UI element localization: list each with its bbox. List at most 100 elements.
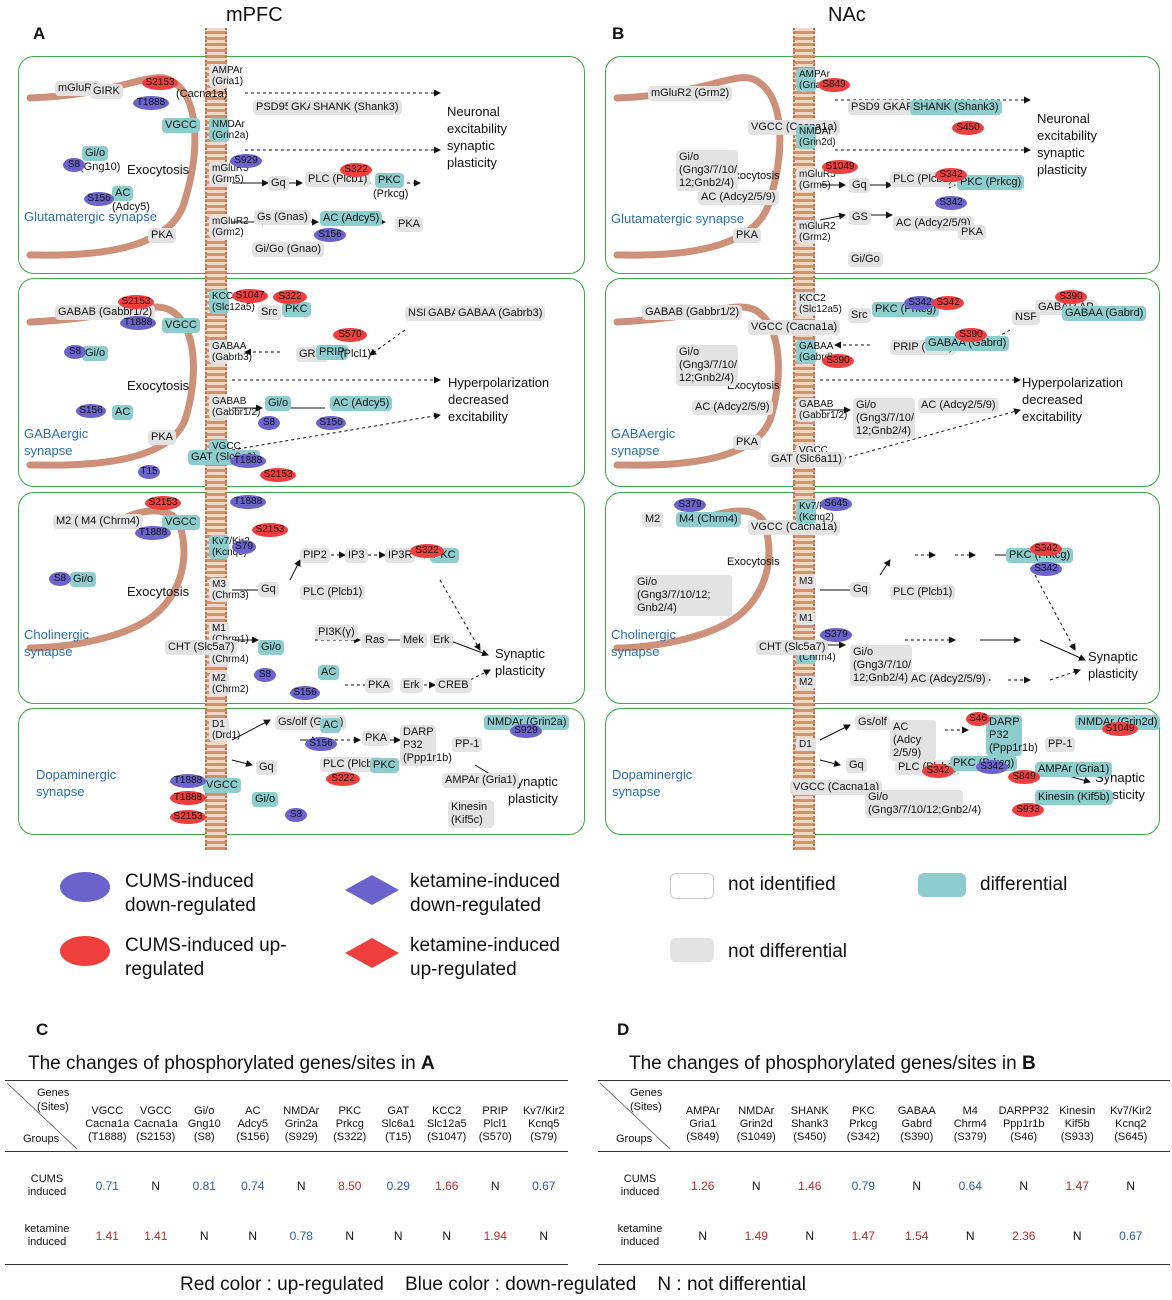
site-a-gaba-s156: S156 xyxy=(76,404,106,418)
table-cell: 0.79 xyxy=(851,1179,875,1193)
table-col-header-line: AMPAr xyxy=(685,1105,720,1117)
node-b-mglur5: mGluR5 (Grm5) xyxy=(796,168,836,192)
site-a-chol-s8b: S8 xyxy=(254,668,276,682)
node-b-pka2: PKA xyxy=(958,225,987,240)
node-b-m1: M1 xyxy=(796,612,816,625)
node-a-dopa-pka: PKA xyxy=(362,731,391,746)
node-b-gaba-vgcc: VGCC (Cacna1a) xyxy=(748,320,841,335)
node-a-nmdar-dopa: NMDAr (Grin2a) xyxy=(484,715,570,730)
node-b-gq: Gq xyxy=(849,178,870,193)
table-cell: N xyxy=(490,1179,500,1193)
node-a-chol-pka: PKA xyxy=(365,678,394,693)
node-a-darpp: DARP P32 (Ppp1r1b) xyxy=(400,725,452,766)
table-col-header-line: (S79) xyxy=(530,1131,558,1143)
node-b-gaba-ac2: AC (Adcy2/5/9) xyxy=(918,398,999,413)
legend-differential: differential xyxy=(980,874,1068,895)
effect-b-cholinergic-plasticity: Synaptic plasticity xyxy=(1088,649,1138,681)
site-a-s929: S929 xyxy=(230,154,262,168)
site-a-s2153: S2153 xyxy=(142,76,178,90)
table-col-header-line: (S342) xyxy=(846,1131,880,1143)
node-a-creb: CREB xyxy=(435,678,472,693)
node-a-mglur5: mGluR5 (Grm5) xyxy=(209,162,249,186)
table-col-header-line: VGCC xyxy=(91,1105,124,1117)
site-b-s390b: S390 xyxy=(1055,290,1087,304)
node-a-d1: D1 (Drd1) xyxy=(209,718,240,742)
label-a-dopaminergic: Dopaminergic synapse xyxy=(36,767,117,799)
node-a-ampar-dopa: AMPAr (Gria1) xyxy=(442,773,520,788)
table-col-header-line: Ppp1r1b xyxy=(1002,1118,1045,1130)
node-a-gigo: Gi/Go (Gnao) xyxy=(252,242,325,257)
site-a-gaba-s8b: S8 xyxy=(258,416,280,430)
exocytosis-b-glu: Exocytosis xyxy=(727,170,780,182)
site-b-chol-s342: S342 xyxy=(1030,542,1062,556)
site-a-t15: T15 xyxy=(138,465,160,479)
table-col-header-line: Shank3 xyxy=(791,1118,829,1130)
table-cell: N xyxy=(199,1229,209,1243)
table-col-header-line: Kinesin xyxy=(1059,1105,1096,1117)
exocytosis-a-gaba: Exocytosis xyxy=(127,378,190,393)
node-a-adcy5: (Adcy5) xyxy=(112,201,150,213)
table-col-header-line: Kif5b xyxy=(1064,1118,1090,1130)
site-a-gaba-s8: S8 xyxy=(64,345,86,359)
node-b-pkc: PKC (Prkcg) xyxy=(957,175,1025,190)
table-cell: N xyxy=(965,1229,975,1243)
node-b-gabaa3: GABAA (Gabrd) xyxy=(1062,306,1147,321)
table-col-header-line: Kcnq2 xyxy=(1115,1118,1147,1130)
site-b-s849: S849 xyxy=(818,78,850,92)
node-b-ac: AC (Adcy2/5/9) xyxy=(698,190,779,205)
table-col-header-line: Plcl1 xyxy=(483,1118,508,1130)
node-b-ac2: AC (Adcy2/5/9) xyxy=(893,216,974,231)
site-a-s322: S322 xyxy=(340,163,372,177)
node-a-dopa-ac: AC xyxy=(320,718,342,733)
table-d-title-text: The changes of phosphorylated genes/site… xyxy=(629,1053,1022,1074)
node-b-mglur2b: mGluR2 (Grm2) xyxy=(796,220,836,244)
node-a-mek: Mek xyxy=(400,633,427,648)
table-cell: 1.54 xyxy=(905,1229,929,1243)
table-c-corner-genes: Genes xyxy=(37,1087,70,1099)
table-row-group-line: ketamine xyxy=(24,1223,70,1235)
node-b-ampar-dopa: AMPAr (Gria1) xyxy=(1035,762,1113,777)
site-b-s1049: S1049 xyxy=(822,160,858,174)
table-cell: N xyxy=(296,1179,306,1193)
effect-a-cholinergic-plasticity: Synaptic plasticity xyxy=(495,646,545,678)
table-col-header-line: Grin2d xyxy=(739,1118,773,1130)
table-col-header-line: (T1888) xyxy=(87,1131,127,1143)
site-a-dopa-s322: S322 xyxy=(326,772,360,786)
table-cell: 0.78 xyxy=(289,1229,313,1243)
exocytosis-b-chol: Exocytosis xyxy=(727,556,780,568)
site-b-chol-s342b: S342 xyxy=(1030,562,1062,576)
effect-b-excitability: Neuronal excitability synaptic plasticit… xyxy=(1037,111,1097,177)
table-col-header-line: Gabrd xyxy=(901,1118,933,1130)
table-cell: 0.67 xyxy=(1119,1229,1143,1243)
node-a-pka2: PKA xyxy=(395,217,424,232)
footer-blue: Blue color : down-regulated xyxy=(404,1274,637,1295)
table-c-divider xyxy=(5,1151,568,1152)
site-a-chol-t1888: T1888 xyxy=(135,526,171,540)
node-b-gabab2: GABAB (Gabbr1/2) xyxy=(796,398,847,422)
table-cell: 0.71 xyxy=(95,1179,119,1193)
table-cell: N xyxy=(698,1229,708,1243)
node-b-gaba-gio: Gi/o (Gng3/7/10/ 12;Gnb2/4) xyxy=(676,345,738,386)
site-a-chol-s2153b: S2153 xyxy=(252,523,288,537)
node-b-gsolf: Gs/olf xyxy=(855,715,890,730)
node-b-gq11: Gq xyxy=(850,582,871,597)
node-a-cht: CHT (Slc5a7) xyxy=(165,640,238,655)
table-col-header-line: (S8) xyxy=(193,1131,215,1143)
table-d-title-ref: B xyxy=(1021,1053,1036,1074)
legend-cums-up-marker xyxy=(60,936,110,966)
node-a-kcc2: KCC2 (Slc12a5) xyxy=(209,290,255,314)
legend-cums-up: CUMS-induced up-regulated xyxy=(125,935,287,980)
site-a-gaba-s156b: S156 xyxy=(316,416,346,430)
legend-ketamine-down: ketamine-induced down-regulated xyxy=(410,871,560,916)
site-a-s156b: S156 xyxy=(314,228,346,242)
node-a-gaba-ac2: AC (Adcy5) xyxy=(330,396,393,411)
